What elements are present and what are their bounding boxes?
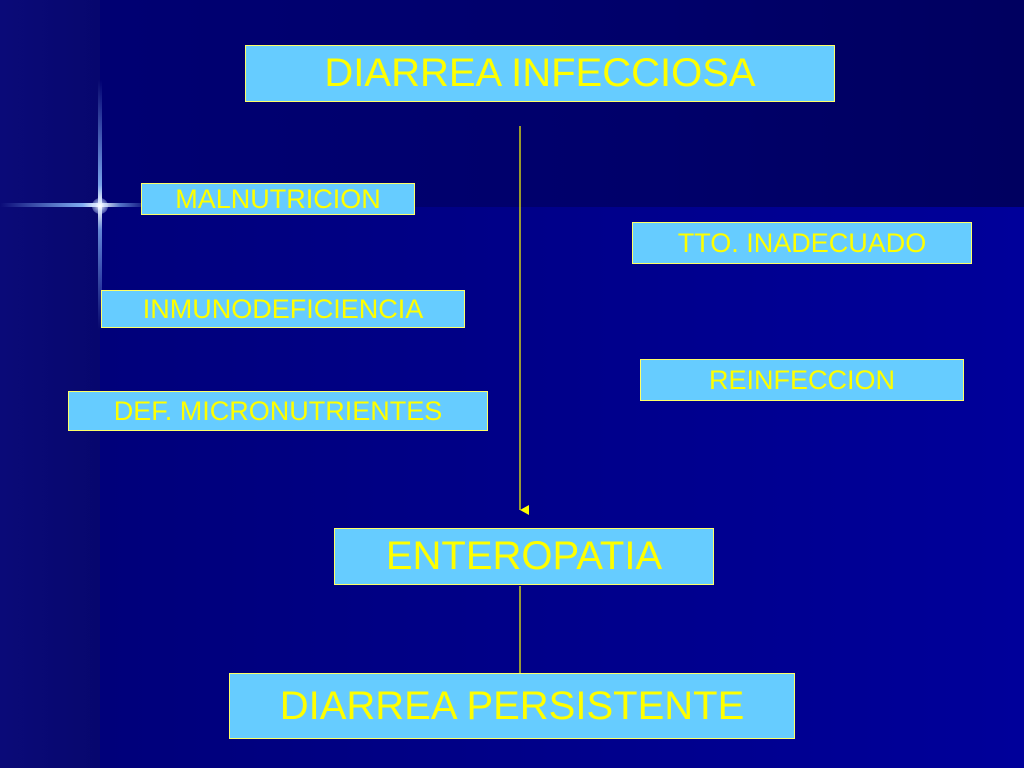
node-tto-inadecuado: TTO. INADECUADO [632,222,972,264]
sparkle-icon [92,198,108,214]
node-diarrea-persistente: DIARREA PERSISTENTE [229,673,795,739]
background-top-band [100,0,1024,207]
node-reinfeccion: REINFECCION [640,359,964,401]
background-left-panel [0,0,100,768]
node-diarrea-infecciosa: DIARREA INFECCIOSA [245,45,835,102]
node-def-micronutrientes: DEF. MICRONUTRIENTES [68,391,488,431]
node-inmunodeficiencia: INMUNODEFICIENCIA [101,290,465,328]
sparkle-horizontal-ray [0,203,150,207]
node-enteropatia: ENTEROPATIA [334,528,714,585]
node-malnutricion: MALNUTRICION [141,183,415,215]
